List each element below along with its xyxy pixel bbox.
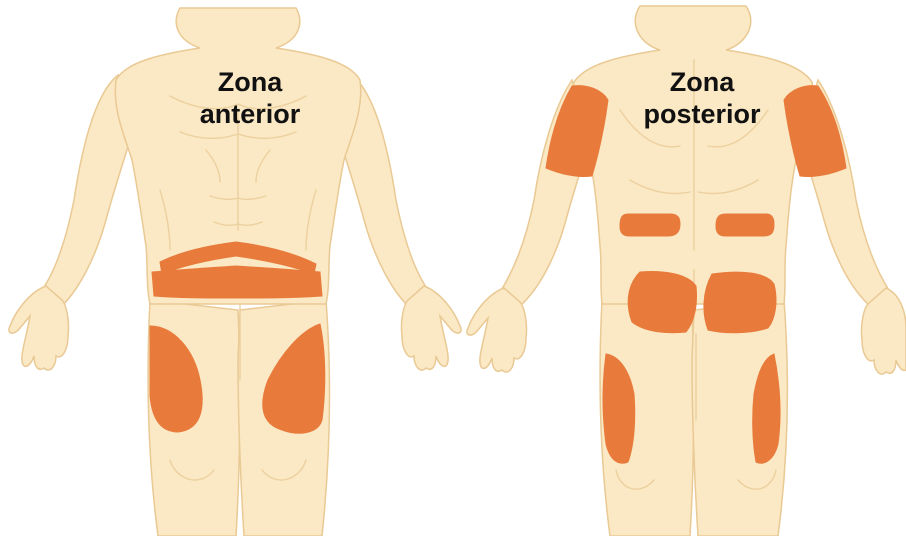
front-hand-right xyxy=(401,286,461,370)
back-zone-title-line2: posterior xyxy=(602,98,802,130)
front-zone-title-line2: anterior xyxy=(150,98,350,130)
front-zone-abdomen-lower xyxy=(152,266,322,298)
front-zone-title: Zona anterior xyxy=(150,66,350,130)
back-zone-title: Zona posterior xyxy=(602,66,802,130)
front-hand-left xyxy=(9,286,69,370)
back-zone-title-line1: Zona xyxy=(602,66,802,98)
back-torso xyxy=(573,6,814,304)
back-zone-lower-back-right xyxy=(716,214,774,236)
back-zone-buttock-right xyxy=(704,272,776,333)
back-hand-left xyxy=(467,288,527,372)
front-zone-title-line1: Zona xyxy=(150,66,350,98)
back-zone-buttock-left xyxy=(628,272,696,333)
back-zone-lower-back-left xyxy=(620,214,680,236)
